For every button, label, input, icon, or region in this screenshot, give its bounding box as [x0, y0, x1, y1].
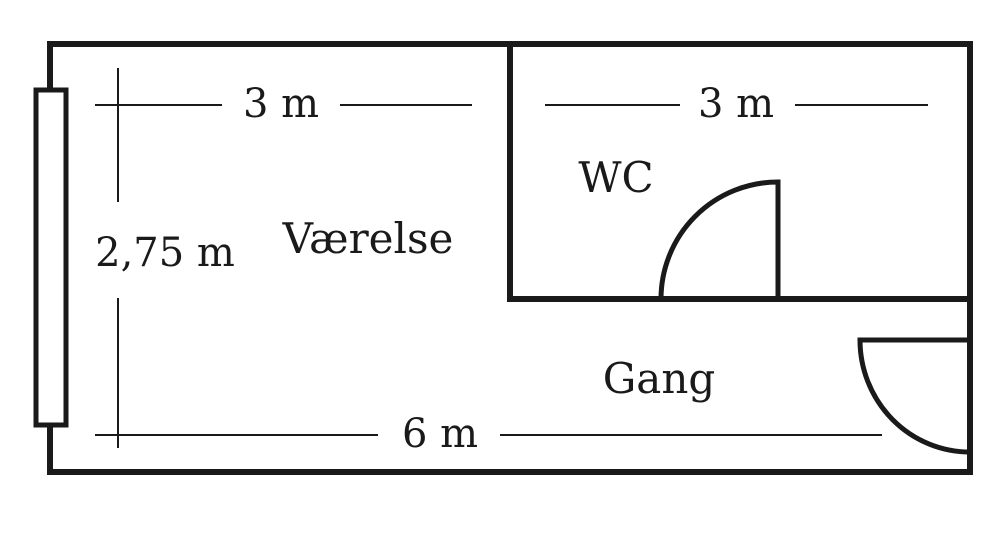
dimension-right-top: 3 m [698, 81, 774, 127]
dimension-bottom: 6 m [402, 411, 478, 457]
entrance-door [857, 337, 973, 455]
dimension-left-top: 3 m [243, 81, 319, 127]
wc-door [658, 179, 781, 302]
dimension-height: 2,75 m [95, 230, 235, 276]
room-label-vaerelse: Værelse [282, 214, 454, 263]
room-label-wc: WC [578, 153, 653, 202]
window [33, 87, 69, 428]
room-label-gang: Gang [603, 354, 716, 403]
